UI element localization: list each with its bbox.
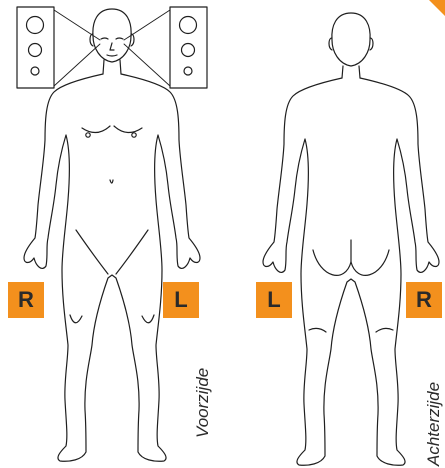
sound-beam-icon xyxy=(54,10,170,86)
back-right-marker: R xyxy=(406,282,442,318)
front-left-marker: L xyxy=(163,282,199,318)
back-view-caption: Achterzijde xyxy=(424,382,444,466)
back-figure xyxy=(263,13,439,465)
front-figure xyxy=(24,9,200,461)
left-speaker-icon xyxy=(17,7,54,88)
front-right-marker: R xyxy=(8,282,44,318)
right-speaker-icon xyxy=(170,7,207,88)
front-view-caption: Voorzijde xyxy=(193,368,213,438)
back-left-marker: L xyxy=(256,282,292,318)
